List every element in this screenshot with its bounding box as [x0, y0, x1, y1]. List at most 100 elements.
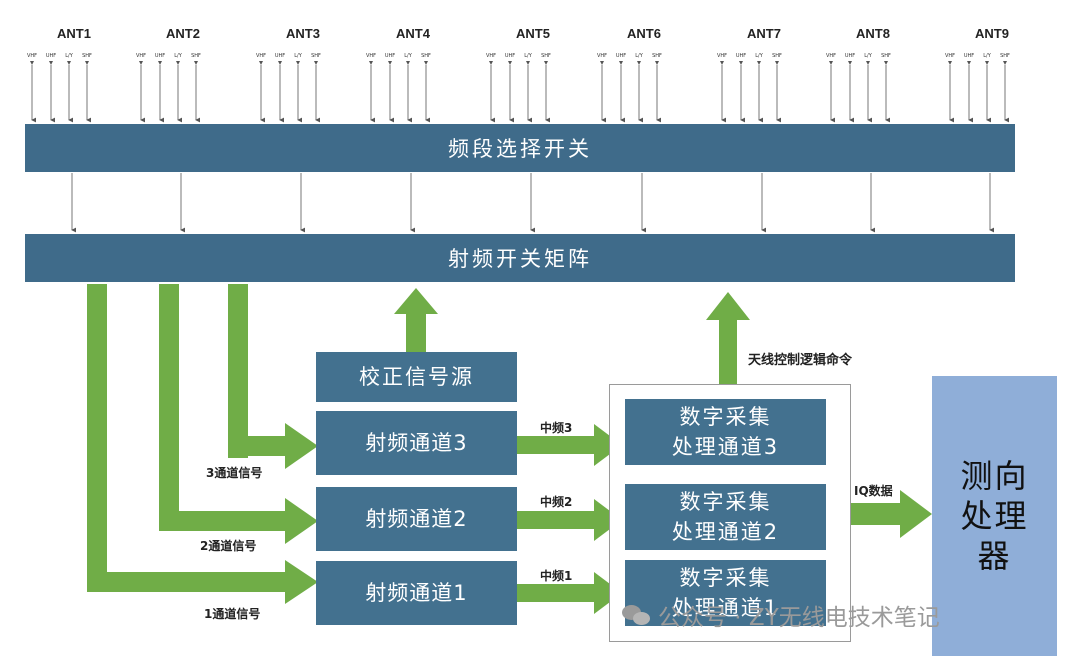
antenna-port-label: UHF	[616, 53, 626, 59]
antenna-port-marker	[619, 61, 623, 65]
digital-channel-3-line1: 数字采集	[679, 404, 772, 429]
antenna-port-label: SHF	[541, 53, 551, 59]
antenna-port-marker	[739, 61, 743, 65]
antenna-control-command-label: 天线控制逻辑命令	[748, 353, 853, 368]
antenna-port-label: L/Y	[294, 53, 302, 59]
antenna-port-label: VHF	[945, 53, 955, 59]
calibration-up-arrow	[394, 288, 438, 352]
if-arrows	[516, 424, 622, 614]
antenna-port-marker	[1003, 61, 1007, 65]
antenna-port-marker	[85, 61, 89, 65]
digital-channel-1: 数字采集 处理通道1	[625, 560, 826, 626]
antenna-port-lines: VHF UHF L/Y SHF VHF UHF L/Y SHF VHF UHF L/Y SHF VHF U…	[27, 53, 1010, 123]
antenna-port-marker	[30, 61, 34, 65]
processor-line-3: 器	[977, 537, 1012, 575]
watermark-text: 公众号 · ZY无线电技术笔记	[658, 605, 940, 631]
antenna-port-marker	[369, 61, 373, 65]
antenna-port-label: L/Y	[983, 53, 991, 59]
antenna-port-marker	[866, 61, 870, 65]
antenna-port-marker	[637, 61, 641, 65]
antenna-port-label: SHF	[1000, 53, 1010, 59]
antenna-port-label: L/Y	[65, 53, 73, 59]
antenna-port-marker	[526, 61, 530, 65]
processor-line-2: 处理	[960, 497, 1029, 535]
antenna-port-marker	[544, 61, 548, 65]
iq-arrow	[850, 490, 932, 538]
antenna-port-label: UHF	[505, 53, 515, 59]
antenna-port-label: SHF	[82, 53, 92, 59]
rf-channel-3: 射频通道3	[316, 411, 517, 475]
antenna-port-marker	[388, 61, 392, 65]
antenna-port-label: L/Y	[174, 53, 182, 59]
antenna-label-4: ANT4	[396, 26, 430, 41]
antenna-port-marker	[176, 61, 180, 65]
antenna-port-label: UHF	[736, 53, 746, 59]
antenna-port-label: UHF	[155, 53, 165, 59]
antenna-port-label: L/Y	[635, 53, 643, 59]
antenna-label-7: ANT7	[747, 26, 781, 41]
antenna-port-marker	[884, 61, 888, 65]
antenna-port-label: VHF	[826, 53, 836, 59]
antenna-port-label: UHF	[845, 53, 855, 59]
antenna-port-label: VHF	[27, 53, 37, 59]
antenna-port-marker	[948, 61, 952, 65]
calibration-signal-source: 校正信号源	[316, 352, 517, 402]
antenna-port-marker	[49, 61, 53, 65]
digital-channel-1-line2: 处理通道1	[671, 596, 780, 620]
processor-line-1: 测向	[960, 457, 1029, 495]
antenna-port-marker	[314, 61, 318, 65]
antenna-port-label: VHF	[717, 53, 727, 59]
antenna-port-marker	[406, 61, 410, 65]
channel-3-signal-label: 3通道信号	[206, 466, 263, 480]
antenna-port-label: L/Y	[864, 53, 872, 59]
rf-switch-matrix: 射频开关矩阵	[25, 234, 1015, 282]
antenna-port-marker	[139, 61, 143, 65]
antenna-port-marker	[424, 61, 428, 65]
digital-channel-3: 数字采集 处理通道3	[625, 399, 826, 465]
antenna-port-marker	[194, 61, 198, 65]
if-3-label: 中频3	[540, 421, 573, 435]
antenna-port-marker	[296, 61, 300, 65]
antenna-port-label: UHF	[385, 53, 395, 59]
antenna-label-3: ANT3	[286, 26, 320, 41]
wechat-icon	[622, 603, 652, 627]
digital-channel-2-line1: 数字采集	[679, 489, 772, 514]
rf-channel-1: 射频通道1	[316, 561, 517, 625]
antenna-port-label: UHF	[46, 53, 56, 59]
channel-2-signal-label: 2通道信号	[200, 539, 257, 553]
antenna-port-label: SHF	[311, 53, 321, 59]
antenna-port-label: VHF	[136, 53, 146, 59]
antenna-port-marker	[67, 61, 71, 65]
antenna-label-9: ANT9	[975, 26, 1009, 41]
antenna-control-up-arrow	[706, 292, 750, 384]
band-select-switch: 频段选择开关	[25, 124, 1015, 172]
rf-channel-2: 射频通道2	[316, 487, 517, 551]
antenna-port-label: VHF	[256, 53, 266, 59]
digital-channel-2-line2: 处理通道2	[671, 520, 780, 544]
antenna-port-label: L/Y	[755, 53, 763, 59]
antenna-port-label: SHF	[881, 53, 891, 59]
antenna-label-8: ANT8	[856, 26, 890, 41]
antenna-port-marker	[720, 61, 724, 65]
if-1-label: 中频1	[540, 569, 573, 583]
antenna-label-2: ANT2	[166, 26, 200, 41]
green-feed-paths	[87, 284, 318, 604]
watermark: 公众号 · ZY无线电技术笔记	[622, 598, 940, 632]
antenna-port-marker	[967, 61, 971, 65]
antenna-label-5: ANT5	[516, 26, 550, 41]
antenna-port-marker	[848, 61, 852, 65]
antenna-port-marker	[508, 61, 512, 65]
antenna-port-marker	[600, 61, 604, 65]
antenna-port-marker	[985, 61, 989, 65]
antenna-port-marker	[278, 61, 282, 65]
direction-finding-processor: 测向 处理 器	[932, 376, 1057, 656]
iq-data-label: IQ数据	[854, 484, 893, 498]
antenna-port-label: VHF	[597, 53, 607, 59]
digital-channel-3-line2: 处理通道3	[671, 435, 780, 459]
antenna-port-marker	[655, 61, 659, 65]
if-2-label: 中频2	[540, 495, 573, 509]
antenna-port-marker	[775, 61, 779, 65]
antenna-port-label: UHF	[964, 53, 974, 59]
digital-channel-2: 数字采集 处理通道2	[625, 484, 826, 550]
